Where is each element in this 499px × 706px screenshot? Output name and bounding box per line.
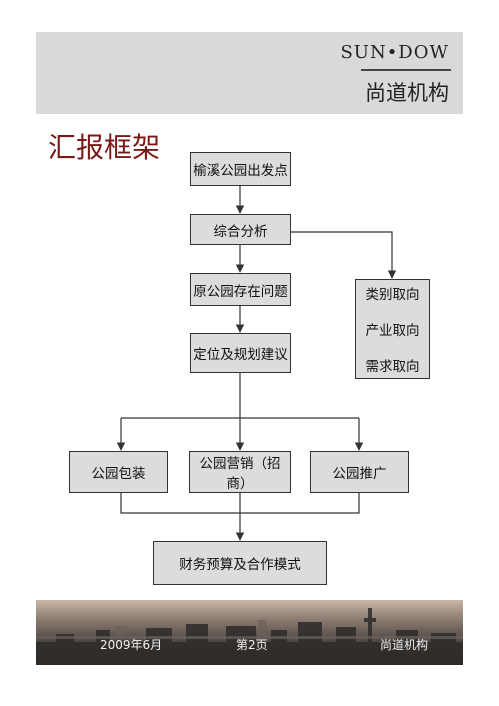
orientation-category: 类别取向 xyxy=(365,287,420,303)
footer-band: 2009年6月 第2页 尚道机构 xyxy=(36,600,463,665)
node-positioning: 定位及规划建议 xyxy=(190,333,291,373)
node-orientations: 类别取向 产业取向 需求取向 xyxy=(355,279,430,379)
footer-page-number: 第2页 xyxy=(236,638,268,652)
header-band: SUN•DOW 尚道机构 xyxy=(36,32,463,114)
city-skyline-image xyxy=(36,608,463,665)
page-title: 汇报框架 xyxy=(48,131,161,164)
footer-date: 2009年6月 xyxy=(100,638,163,652)
node-start: 榆溪公园出发点 xyxy=(190,152,291,186)
orientation-industry: 产业取向 xyxy=(365,323,420,339)
footer-org: 尚道机构 xyxy=(380,638,429,652)
node-branch-marketing: 公园营销（招商） xyxy=(189,451,291,493)
orientation-demand: 需求取向 xyxy=(365,359,420,375)
node-analysis: 综合分析 xyxy=(190,214,291,245)
arrow-analysis-to-orientations xyxy=(290,231,397,279)
brand-logo-english: SUN•DOW xyxy=(340,42,449,63)
brand-name-chinese: 尚道机构 xyxy=(365,81,449,105)
node-problems: 原公园存在问题 xyxy=(190,273,291,306)
node-branch-packaging: 公园包装 xyxy=(69,451,168,493)
node-finance: 财务预算及合作模式 xyxy=(153,541,327,585)
brand-divider xyxy=(361,69,451,71)
node-branch-promotion: 公园推广 xyxy=(310,451,409,493)
